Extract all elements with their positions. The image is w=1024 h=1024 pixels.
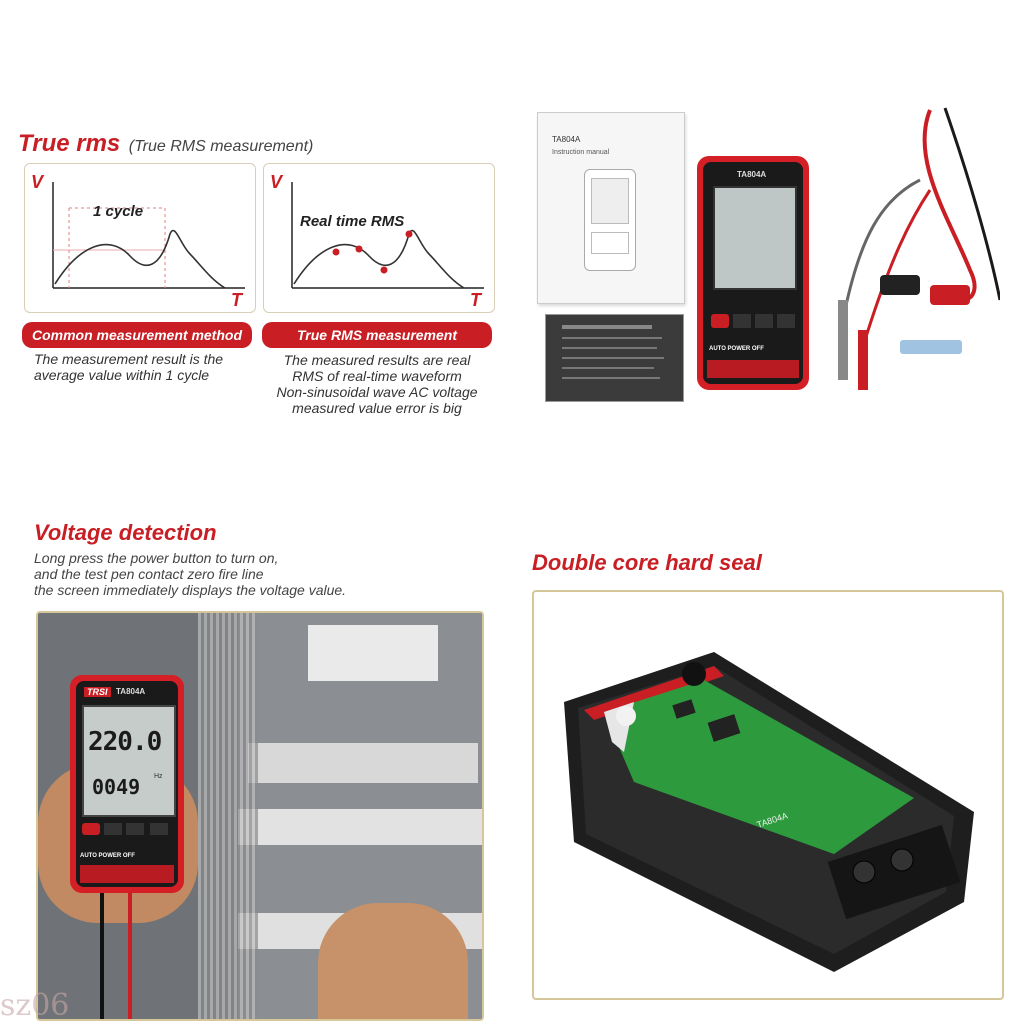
- pcb-illustration: TA804A: [564, 652, 974, 972]
- probe-lead: [128, 893, 132, 1019]
- hand-right: [318, 903, 468, 1019]
- hold-button: [755, 314, 773, 328]
- desc-line: measured value error is big: [292, 400, 462, 416]
- true-rms-subtitle: (True RMS measurement): [128, 138, 314, 155]
- common-method-pill: Common measurement method: [22, 322, 252, 348]
- top-breaker: [308, 625, 438, 681]
- desc-line: The measured results are real: [283, 352, 471, 368]
- black-lead-cable: [943, 107, 1000, 301]
- axis-v-label: V: [31, 172, 45, 192]
- unit-hz: Hz: [154, 773, 163, 780]
- multimeter-product: TA804A AUTO POWER OFF: [697, 156, 809, 390]
- brand-logo: TRSI: [84, 687, 111, 697]
- meter-screen: [713, 186, 797, 290]
- wires: [198, 613, 258, 1019]
- real-time-rms-label: Real time RMS: [300, 213, 404, 230]
- input-jacks: [80, 865, 174, 883]
- red-lead-cable: [863, 189, 932, 341]
- light-button: [777, 314, 795, 328]
- waveform-path: [54, 229, 226, 289]
- meter-model: TA804A: [737, 170, 767, 179]
- rms-sample-point: [332, 248, 340, 256]
- axis-t-label: T: [470, 290, 483, 310]
- chinese-booklet: [545, 314, 684, 402]
- meter-model: TA804A: [116, 687, 146, 696]
- manual-meter-drawing: [584, 169, 636, 271]
- grey-lead-cable: [843, 178, 921, 311]
- auto-power-off-label: AUTO POWER OFF: [709, 346, 764, 352]
- instruction-manual: TA804A Instruction manual: [537, 112, 685, 304]
- desc-line: The measurement result is the: [34, 351, 224, 367]
- rms-sample-point: [380, 266, 388, 274]
- axis-t-label: T: [231, 290, 244, 310]
- voltage-detection-description: Long press the power button to turn on, …: [34, 550, 494, 598]
- reading-sub: 0049: [92, 775, 141, 799]
- true-rms-pill: True RMS measurement: [262, 322, 492, 348]
- black-plug: [880, 275, 920, 295]
- desc-line: and the test pen contact zero fire line: [34, 566, 264, 582]
- true-rms-title: True rms: [18, 130, 121, 157]
- live-ncv-button: [733, 314, 751, 328]
- manual-model: TA804A: [552, 135, 581, 144]
- true-rms-heading: True rms (True RMS measurement): [18, 130, 313, 158]
- rms-sample-point: [405, 230, 413, 238]
- desc-line: Non-sinusoidal wave AC voltage: [276, 384, 478, 400]
- multimeter-in-hand: TRSI TA804A 220.0 0049 Hz AUTO POWER OFF: [70, 675, 184, 893]
- meter-screen: 220.0 0049 Hz: [82, 705, 176, 817]
- desc-line: average value within 1 cycle: [34, 367, 210, 383]
- power-button: [82, 823, 100, 835]
- waveform-path: [293, 229, 465, 289]
- battery: [900, 340, 962, 354]
- live-ncv-button: [104, 823, 122, 835]
- red-plug: [930, 285, 970, 305]
- desc-line: RMS of real-time waveform: [292, 368, 462, 384]
- true-rms-graph: V T Real time RMS: [263, 163, 495, 313]
- common-method-chart: V T 1 cycle: [31, 172, 245, 310]
- input-jacks: [707, 360, 799, 378]
- rms-sample-point: [355, 245, 363, 253]
- test-leads: [838, 107, 1000, 390]
- common-method-description: The measurement result is the average va…: [34, 351, 264, 383]
- true-rms-chart: V T Real time RMS: [270, 172, 484, 310]
- auto-power-off-label: AUTO POWER OFF: [80, 853, 135, 859]
- breaker-row: [238, 809, 482, 845]
- light-button: [150, 823, 168, 835]
- chip: [707, 714, 741, 742]
- true-rms-description: The measured results are real RMS of rea…: [262, 352, 492, 416]
- voltage-photo: TRSI TA804A 220.0 0049 Hz AUTO POWER OFF: [36, 611, 484, 1021]
- double-core-seal-title: Double core hard seal: [532, 550, 762, 575]
- voltage-detection-title: Voltage detection: [34, 520, 217, 545]
- power-button: [711, 314, 729, 328]
- buzzer: [682, 662, 706, 686]
- grey-probe: [838, 300, 848, 380]
- cycle-label: 1 cycle: [93, 203, 143, 220]
- hold-button: [126, 823, 144, 835]
- seal-photo: TA804A: [532, 590, 1004, 1000]
- sticker: [616, 706, 636, 726]
- red-probe: [858, 330, 868, 390]
- socket-block: [827, 824, 961, 920]
- breaker-row: [248, 743, 478, 783]
- input-socket: [852, 860, 876, 884]
- reading-main: 220.0: [88, 727, 162, 757]
- desc-line: Long press the power button to turn on,: [34, 550, 279, 566]
- common-method-graph: V T 1 cycle: [24, 163, 256, 313]
- desc-line: the screen immediately displays the volt…: [34, 582, 347, 598]
- red-lead-cable: [922, 109, 977, 303]
- probe-lead-black: [100, 893, 104, 1019]
- manual-title: Instruction manual: [552, 149, 610, 156]
- axis-v-label: V: [270, 172, 284, 192]
- chip-small: [672, 699, 696, 719]
- pcb-board: [604, 680, 914, 854]
- watermark: sz06: [0, 988, 70, 1023]
- input-socket: [890, 848, 914, 872]
